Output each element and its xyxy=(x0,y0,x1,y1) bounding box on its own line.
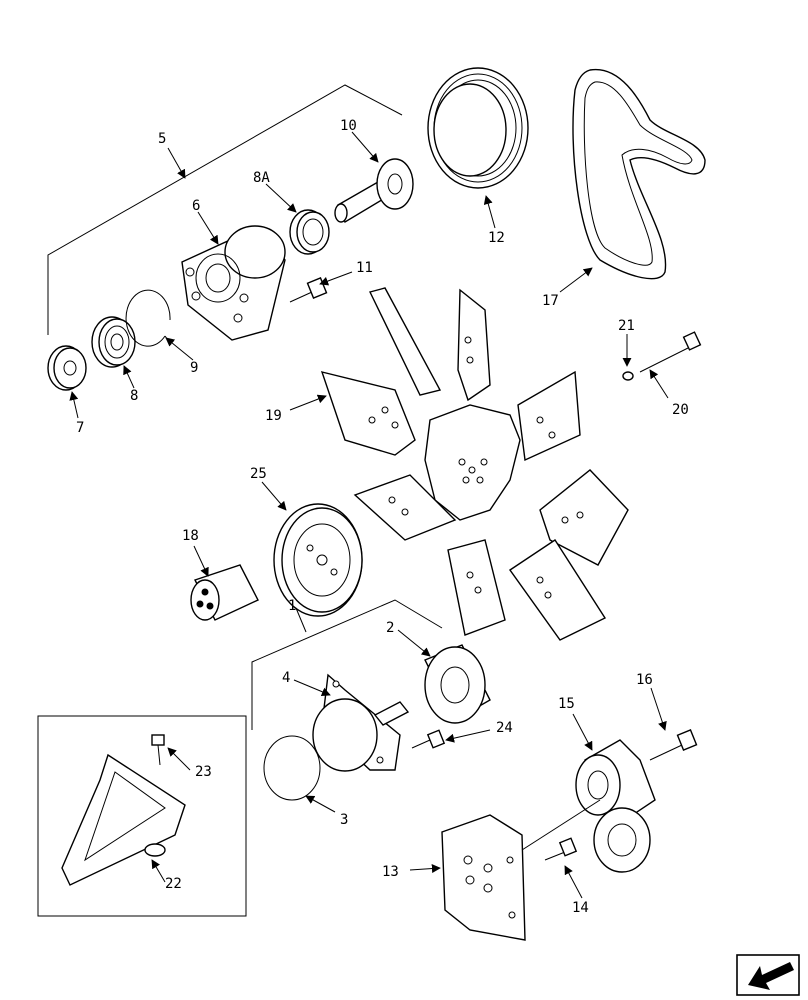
callout-7: 7 xyxy=(76,420,84,436)
part-24-bolt xyxy=(411,729,446,749)
callout-16: 16 xyxy=(636,672,653,688)
leader-lines xyxy=(69,131,669,899)
part-10-shaft xyxy=(334,158,414,224)
callout-12: 12 xyxy=(488,230,505,246)
part-3-o-ring xyxy=(263,735,321,801)
callout-2: 2 xyxy=(386,620,394,636)
next-page-arrow-icon[interactable] xyxy=(736,954,800,996)
callout-22: 22 xyxy=(165,876,182,892)
part-19-fan xyxy=(320,287,629,641)
part-14-screw xyxy=(544,837,578,861)
part-22-bracket xyxy=(61,753,186,886)
callout-8: 8 xyxy=(130,388,138,404)
callout-25: 25 xyxy=(250,466,267,482)
callout-1: 1 xyxy=(288,598,296,614)
part-23-bolt xyxy=(151,734,165,766)
callout-4: 4 xyxy=(282,670,290,686)
callout-6: 6 xyxy=(192,198,200,214)
callout-15: 15 xyxy=(558,696,575,712)
callout-21: 21 xyxy=(618,318,635,334)
part-21-washer xyxy=(622,371,634,381)
part-9-snap-ring xyxy=(125,289,171,347)
callout-24: 24 xyxy=(496,720,513,736)
part-2-idler-pulley xyxy=(424,644,491,724)
part-17-belt xyxy=(572,68,706,280)
part-16-bolt xyxy=(649,729,698,761)
inset-box xyxy=(37,715,247,917)
part-20-bolt xyxy=(639,331,702,373)
callout-13: 13 xyxy=(382,864,399,880)
callout-20: 20 xyxy=(672,402,689,418)
part-15-tensioner xyxy=(575,739,656,873)
part-7-washer xyxy=(47,345,87,391)
assembly-1-bracket xyxy=(251,599,443,730)
assembly-5-bracket xyxy=(47,84,403,335)
callout-11: 11 xyxy=(356,260,373,276)
callout-23: 23 xyxy=(195,764,212,780)
callout-5: 5 xyxy=(158,131,166,147)
callout-labels: 1 2 3 4 5 6 7 8 8A 9 10 11 12 13 14 15 1… xyxy=(76,118,689,916)
callout-19: 19 xyxy=(265,408,282,424)
callout-8a: 8A xyxy=(253,170,270,186)
part-6-housing xyxy=(181,225,286,341)
part-12-pulley xyxy=(427,67,529,189)
part-11-bolt xyxy=(289,277,328,303)
part-25-pulley xyxy=(273,503,363,617)
callout-9: 9 xyxy=(190,360,198,376)
callout-18: 18 xyxy=(182,528,199,544)
callout-17: 17 xyxy=(542,293,559,309)
part-8-bearing xyxy=(91,316,136,368)
part-13-plate xyxy=(441,814,526,941)
callout-10: 10 xyxy=(340,118,357,134)
part-8a-bearing xyxy=(289,209,330,255)
part-4-water-pump xyxy=(312,673,410,772)
part-18-coupler xyxy=(190,564,259,621)
callout-14: 14 xyxy=(572,900,589,916)
callout-3: 3 xyxy=(340,812,348,828)
